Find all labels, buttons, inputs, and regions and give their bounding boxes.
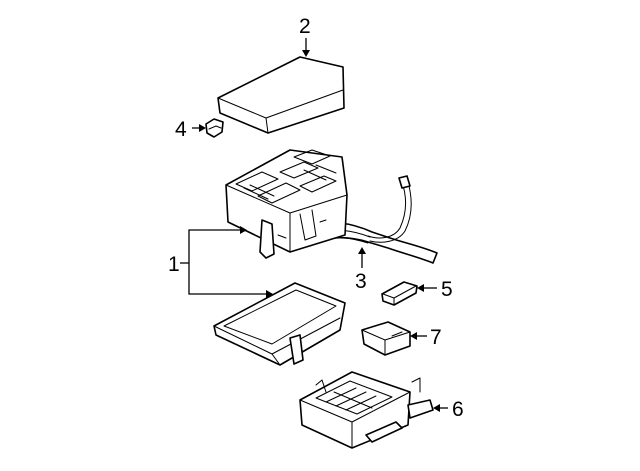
callout-3: 3: [355, 270, 367, 293]
part-4-fuse: [205, 118, 224, 138]
callout-6: 6: [452, 398, 464, 421]
callout-7: 7: [430, 326, 442, 349]
part-6-control-module: [299, 371, 434, 449]
part-1-fuse-box-upper: [225, 149, 348, 259]
part-1-fuse-box-tray: [213, 282, 346, 366]
callout-5: 5: [441, 278, 453, 301]
part-2-fuse-box-cover: [217, 56, 345, 134]
leader-lines: [180, 38, 448, 412]
part-5-connector: [381, 281, 418, 306]
callout-4: 4: [175, 118, 187, 141]
part-7-relay: [361, 321, 411, 356]
callout-2: 2: [299, 15, 311, 38]
callout-1: 1: [168, 253, 180, 276]
